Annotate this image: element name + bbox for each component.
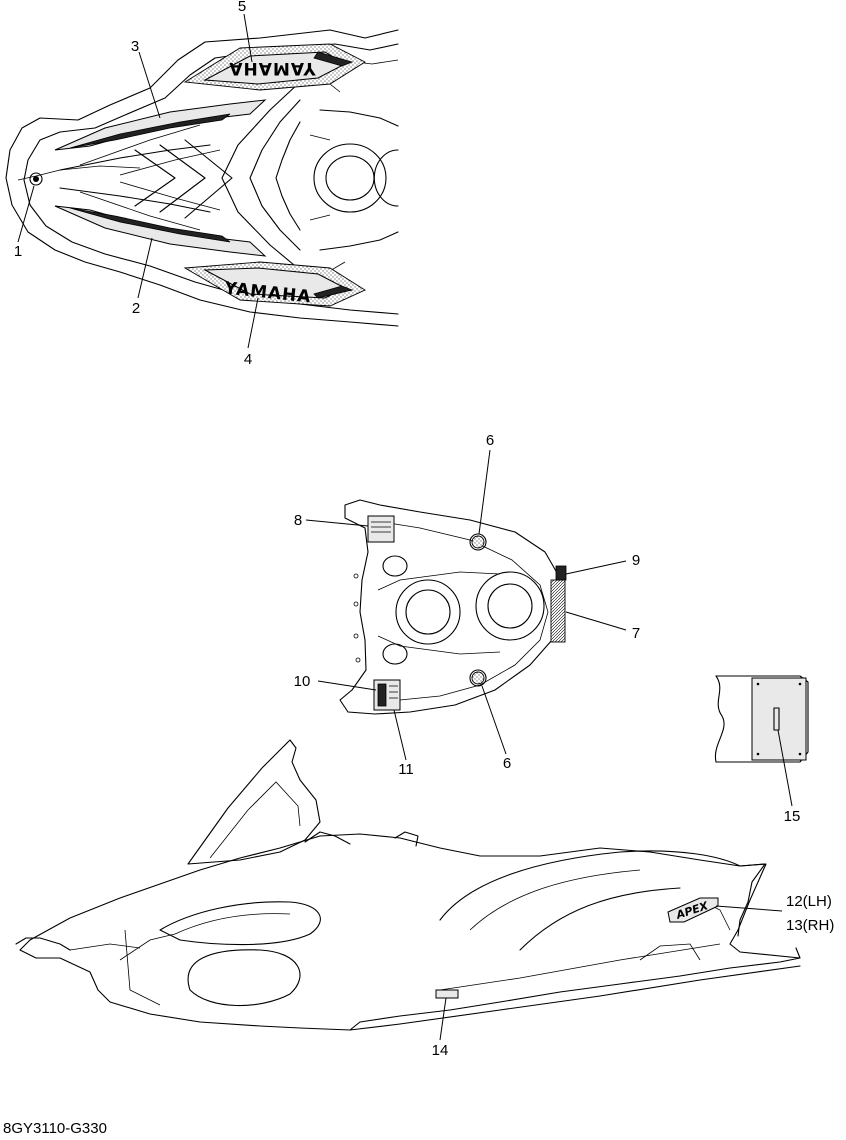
panel-detail-view xyxy=(714,675,809,763)
snowmobile-side-view: APEX xyxy=(15,739,801,1031)
callout-14: 14 xyxy=(432,1042,449,1059)
callout-6-top: 6 xyxy=(486,432,494,449)
yamaha-decal-text-upper: YAMAHA xyxy=(228,58,316,78)
callout-4: 4 xyxy=(244,351,252,368)
callout-6-bottom: 6 xyxy=(503,755,511,772)
callout-10: 10 xyxy=(294,673,311,690)
seat-top-view xyxy=(339,499,567,715)
callout-7: 7 xyxy=(632,625,640,642)
callout-15: 15 xyxy=(784,808,801,825)
callout-5: 5 xyxy=(238,0,246,15)
hood-top-view: YAMAHA YAMAHA xyxy=(5,29,399,327)
callout-3: 3 xyxy=(131,38,139,55)
callout-1: 1 xyxy=(14,243,22,260)
leader-lines xyxy=(17,13,793,1041)
callout-12: 12(LH) xyxy=(786,893,832,910)
callout-2: 2 xyxy=(132,300,140,317)
drawing-code: 8GY3110-G330 xyxy=(3,1120,107,1137)
callout-8: 8 xyxy=(294,512,302,529)
callout-labels: 5 3 1 2 4 6 8 9 7 10 11 6 15 12(LH) 13(R… xyxy=(14,0,835,1059)
callout-11: 11 xyxy=(398,761,414,778)
callout-13: 13(RH) xyxy=(786,917,834,934)
callout-9: 9 xyxy=(632,552,640,569)
